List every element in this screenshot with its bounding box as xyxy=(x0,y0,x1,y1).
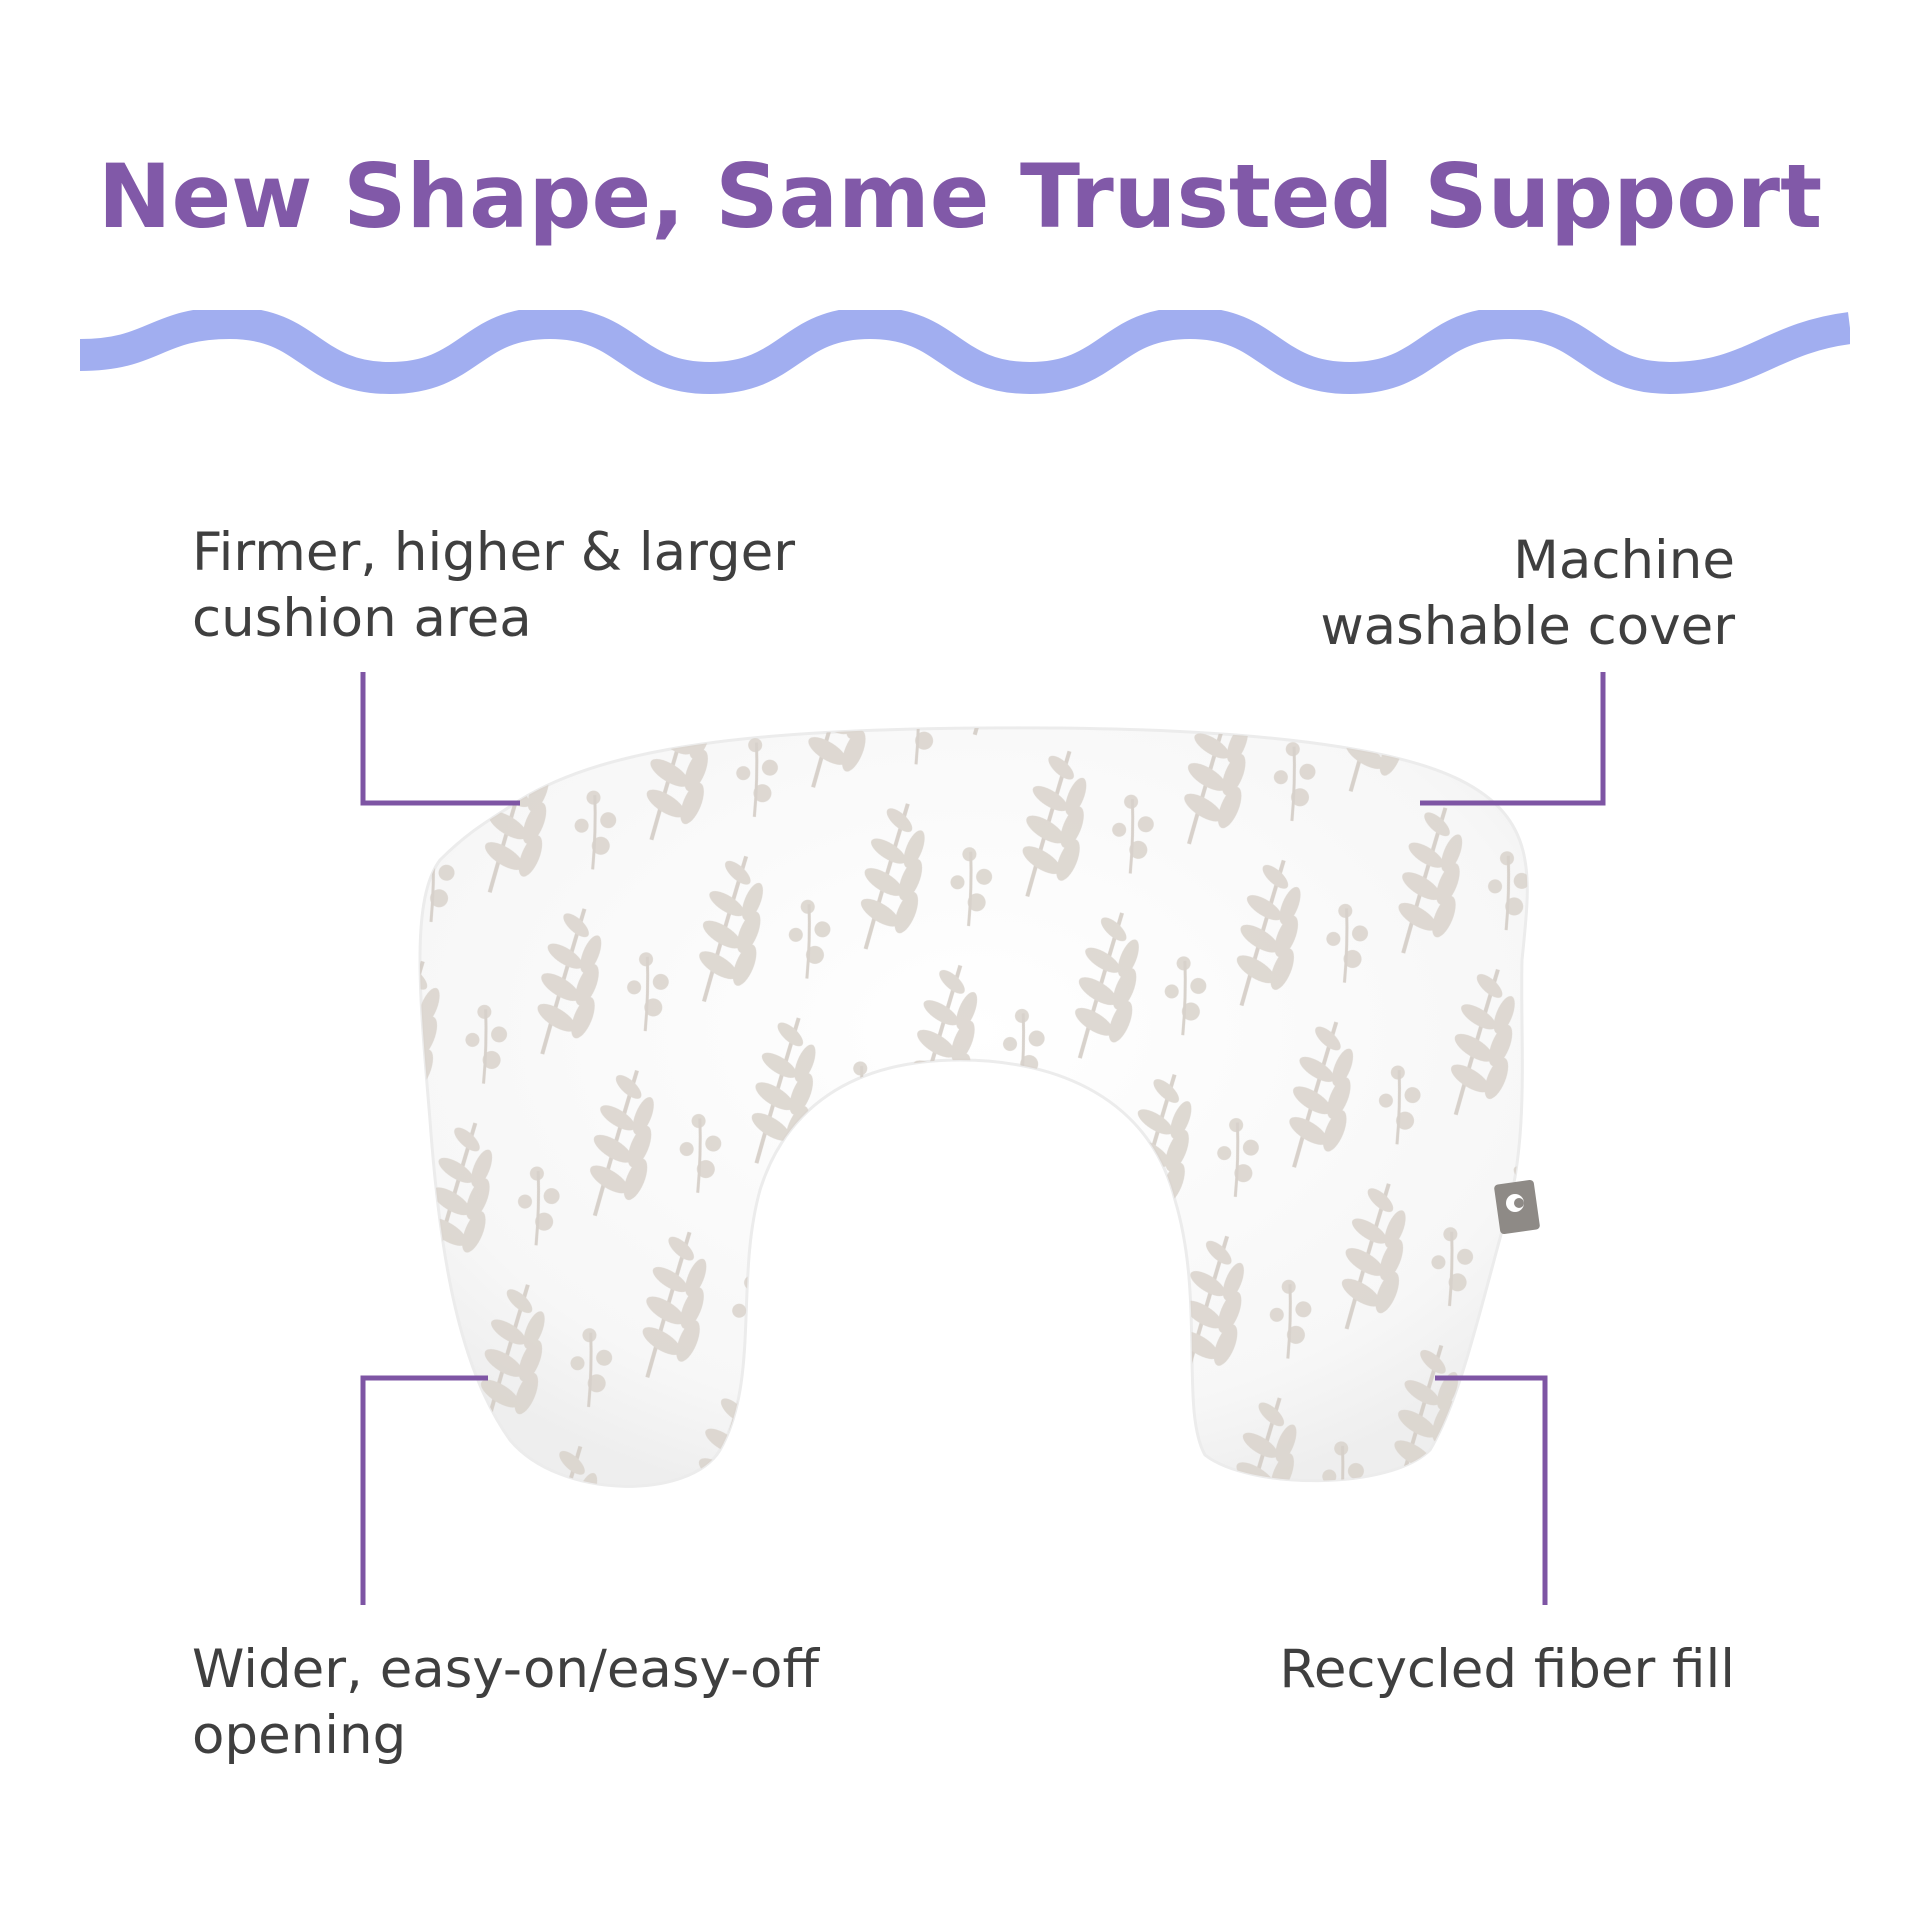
feature-text-line: Machine xyxy=(1513,530,1735,591)
leaf-pattern-icon xyxy=(420,727,1528,1487)
brand-tag-icon xyxy=(1494,1179,1540,1235)
feature-text-line: cushion area xyxy=(192,588,532,649)
headline: New Shape, Same Trusted Support xyxy=(97,145,1823,248)
feature-firmer-cushion: Firmer, higher & larger cushion area xyxy=(192,520,795,652)
feature-text-line: Firmer, higher & larger xyxy=(192,522,796,583)
feature-text-line: Recycled fiber fill xyxy=(1279,1639,1735,1700)
feature-recycled-fill: Recycled fiber fill xyxy=(1279,1637,1735,1703)
feature-text-line: opening xyxy=(192,1705,407,1766)
feature-text-line: Wider, easy-on/easy-off xyxy=(192,1639,819,1700)
feature-washable-cover: Machine washable cover xyxy=(1320,528,1735,660)
feature-text-line: washable cover xyxy=(1320,596,1735,657)
wave-divider-icon xyxy=(80,310,1850,395)
feature-wider-opening: Wider, easy-on/easy-off opening xyxy=(192,1637,819,1769)
